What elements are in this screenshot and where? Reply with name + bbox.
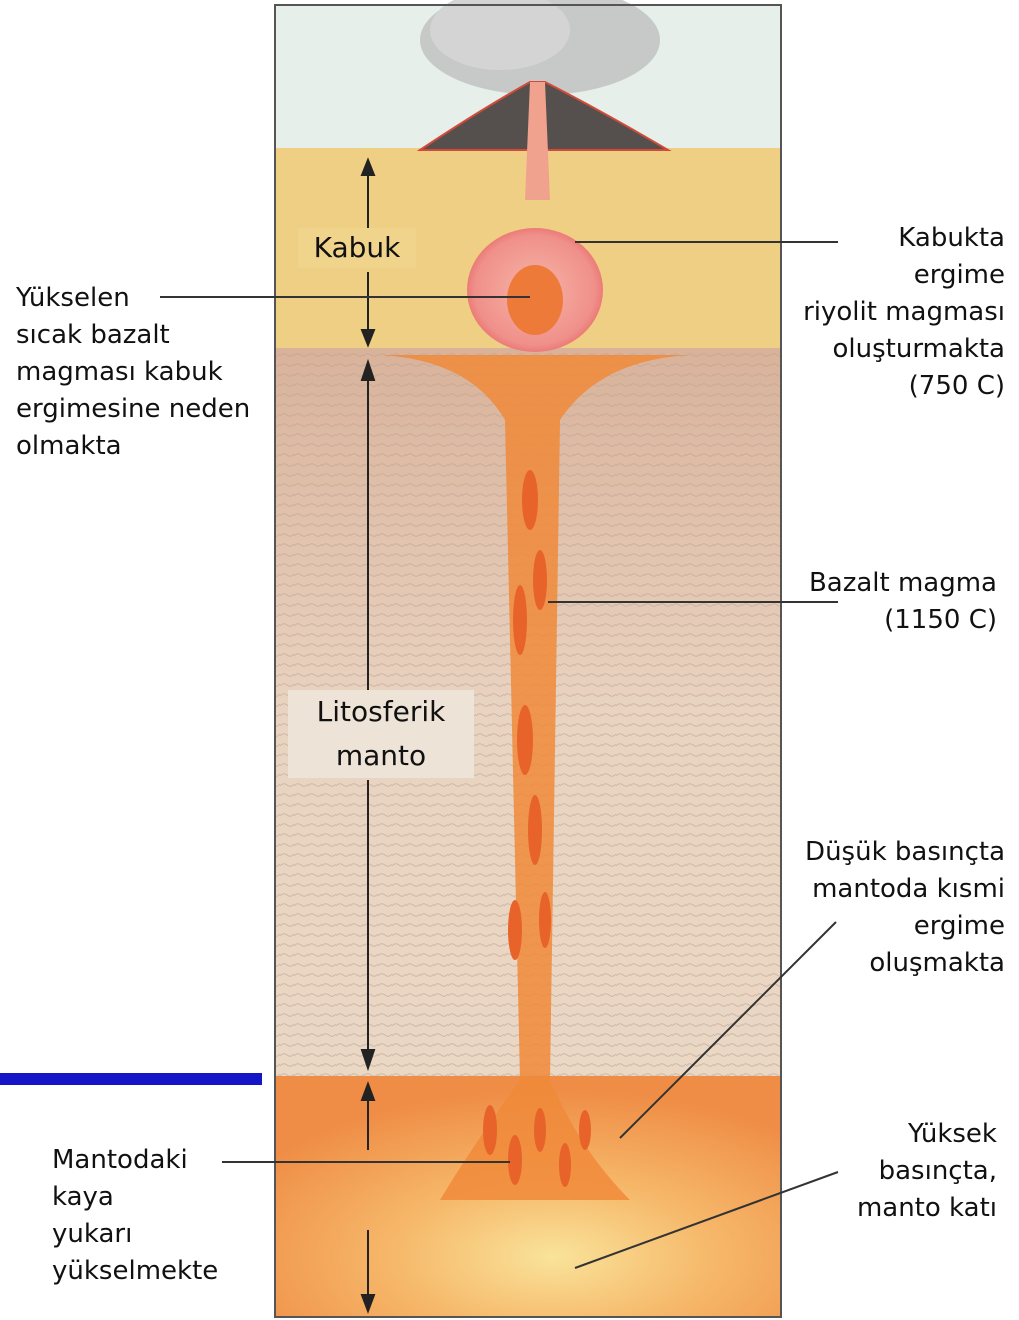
- annotation-line: mantoda kısmi: [805, 871, 1005, 908]
- annotation-line: yukarı: [52, 1216, 218, 1253]
- annotation-line: olmakta: [16, 428, 250, 465]
- annotation-line: Düşük basınçta: [805, 834, 1005, 871]
- annotation-line: Mantodaki: [52, 1142, 218, 1179]
- annotation-line: Kabukta: [803, 220, 1005, 257]
- annotation-line: oluşmakta: [805, 945, 1005, 982]
- partial-melting-annotation: Düşük basınçta mantoda kısmi ergime oluş…: [805, 834, 1005, 982]
- basalt-intrusion: [507, 265, 563, 335]
- annotation-line: riyolit magması: [803, 294, 1005, 331]
- annotation-line: Yükselen: [16, 280, 250, 317]
- annotation-line: manto katı: [857, 1190, 997, 1227]
- basalt-magma-annotation: Bazalt magma (1150 C): [809, 565, 997, 639]
- high-pressure-solid-annotation: Yüksek basınçta, manto katı: [857, 1116, 997, 1227]
- annotation-line: sıcak bazalt: [16, 317, 250, 354]
- crust-label: Kabuk: [298, 228, 416, 268]
- mantle-rock-rising-annotation: Mantodaki kaya yukarı yükselmekte: [52, 1142, 218, 1290]
- lithospheric-mantle-label-line1: Litosferik: [288, 690, 474, 734]
- annotation-line: ergime: [803, 257, 1005, 294]
- lithospheric-mantle-label: Litosferik manto: [288, 690, 474, 778]
- crust-melting-annotation: Kabukta ergime riyolit magması oluşturma…: [803, 220, 1005, 405]
- annotation-line: (750 C): [803, 368, 1005, 405]
- annotation-line: Yüksek: [857, 1116, 997, 1153]
- annotation-line: kaya: [52, 1179, 218, 1216]
- annotation-line: ergime: [805, 908, 1005, 945]
- annotation-line: Bazalt magma: [809, 565, 997, 602]
- annotation-line: basınçta,: [857, 1153, 997, 1190]
- annotation-line: ergimesine neden: [16, 391, 250, 428]
- annotation-line: oluşturmakta: [803, 331, 1005, 368]
- annotation-line: yükselmekte: [52, 1253, 218, 1290]
- annotation-line: magması kabuk: [16, 354, 250, 391]
- lithospheric-mantle-label-line2: manto: [288, 734, 474, 778]
- annotation-line: (1150 C): [809, 602, 997, 639]
- rising-basalt-annotation: Yükselen sıcak bazalt magması kabuk ergi…: [16, 280, 250, 465]
- accent-bar: [0, 1073, 262, 1085]
